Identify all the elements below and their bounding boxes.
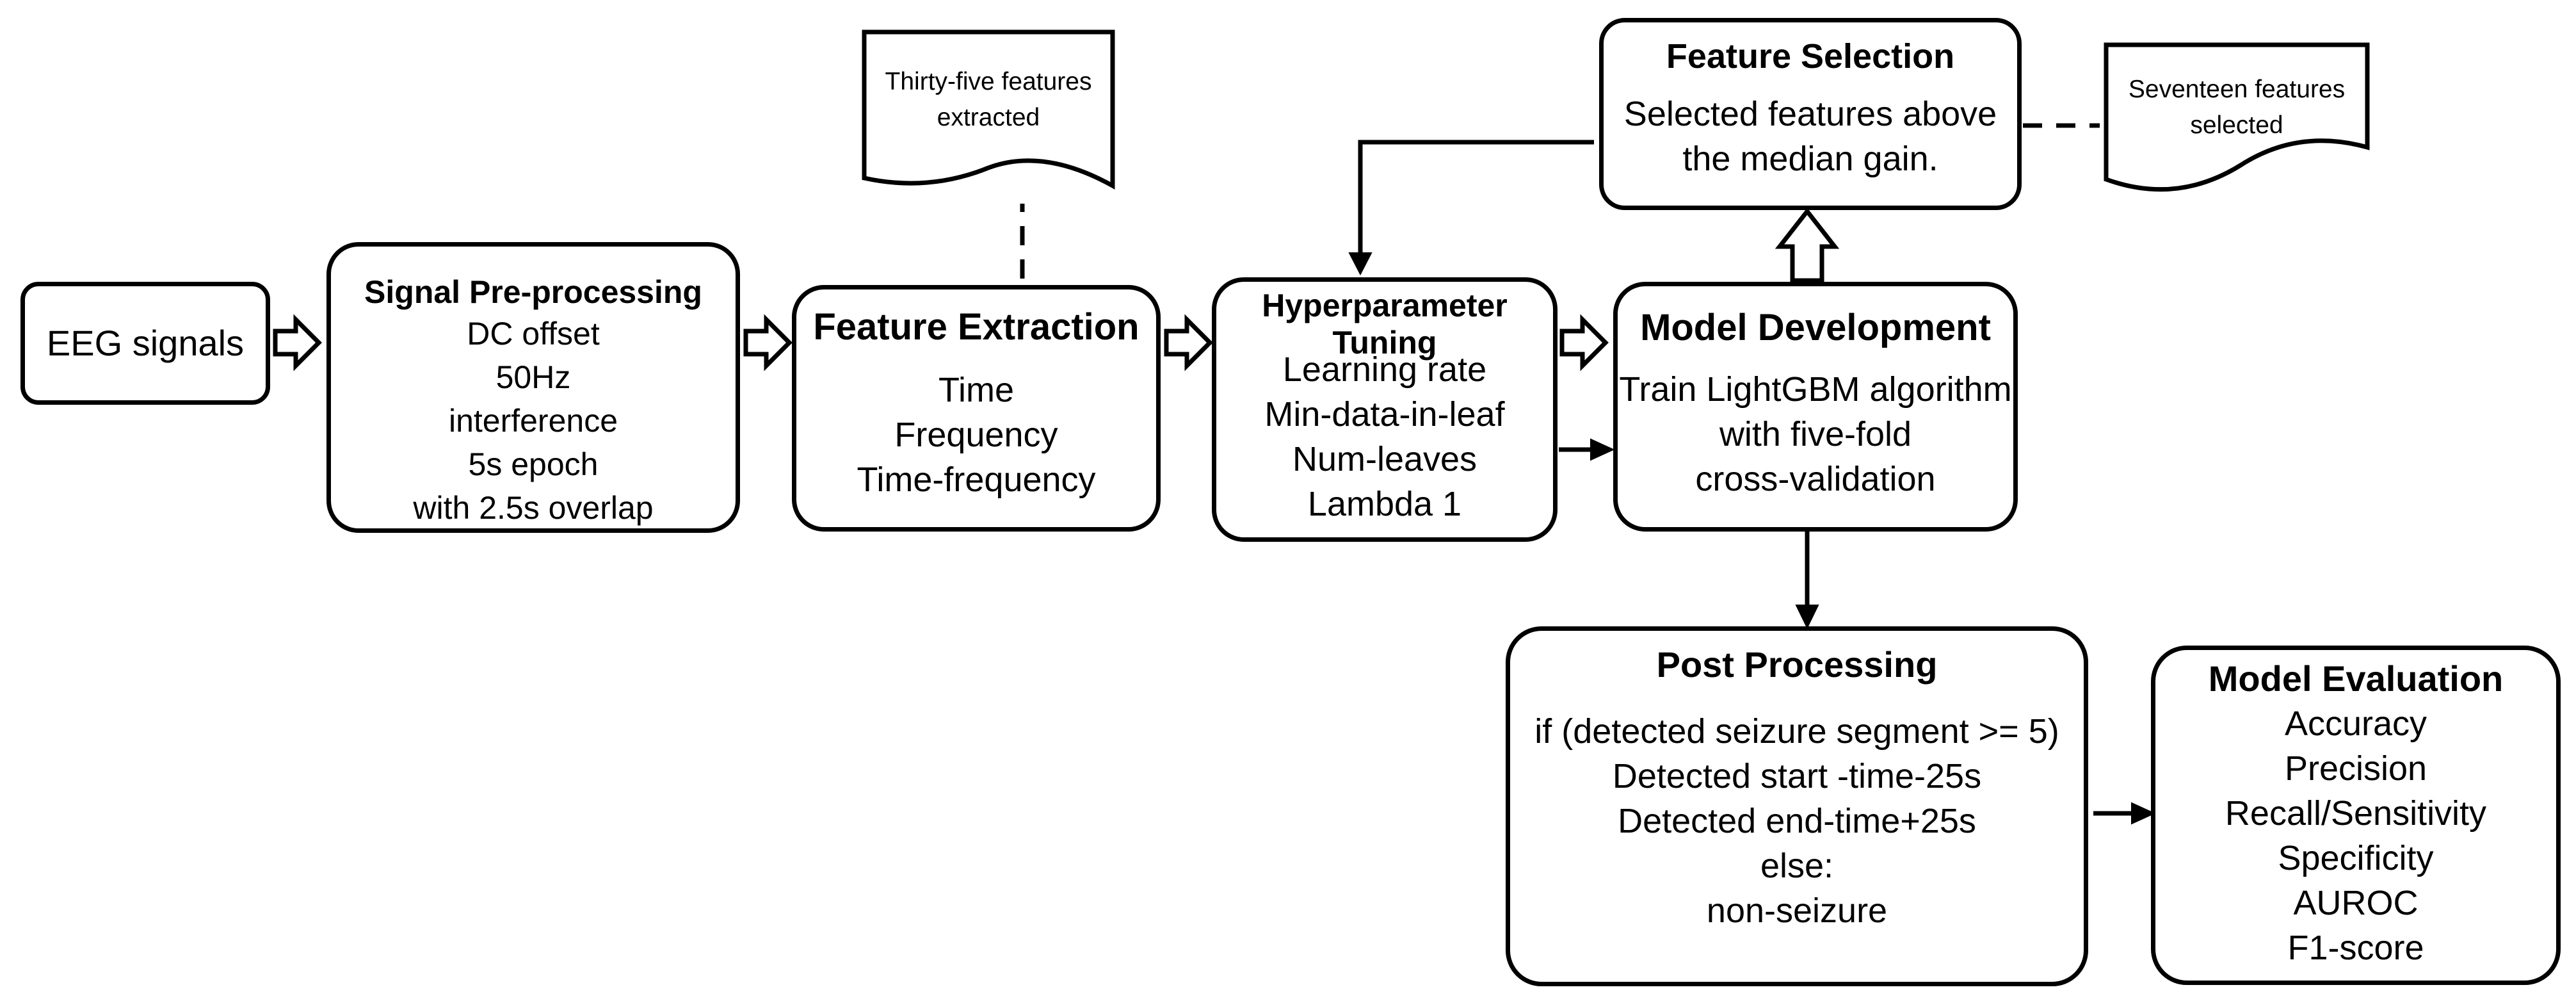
extracted-features-doc: Thirty-five features extracted [868, 64, 1109, 136]
hyperparameter-title: Tuning [1332, 325, 1437, 361]
hyperparameter-line: Lambda 1 [1307, 485, 1462, 523]
model-evaluation-box: Model Evaluation Accuracy Precision Reca… [2151, 646, 2561, 985]
feedback-line [1358, 140, 1594, 256]
post-processing-line: non-seizure [1706, 891, 1888, 930]
model-development-line: with five-fold [1719, 415, 1912, 453]
arrowhead-feedback [1348, 252, 1373, 276]
hyperparameter-line: Num-leaves [1292, 440, 1477, 478]
hollow-arrow-3 [1164, 314, 1213, 371]
model-development-title: Model Development [1640, 307, 1991, 348]
extracted-doc-line: Thirty-five features [885, 68, 1092, 95]
hollow-arrow-2 [743, 314, 793, 371]
post-processing-box: Post Processing if (detected seizure seg… [1506, 626, 2088, 986]
model-evaluation-title: Model Evaluation [2208, 658, 2504, 699]
preprocessing-line: 5s epoch [468, 446, 599, 482]
eeg-signals-label: EEG signals [46, 323, 245, 363]
preprocessing-line: interference [448, 403, 618, 439]
hyperparameter-line: Min-data-in-leaf [1264, 395, 1505, 434]
extracted-doc-line: extracted [937, 104, 1040, 131]
hollow-arrow-4 [1559, 314, 1609, 371]
model-evaluation-line: Precision [2284, 749, 2427, 788]
feature-extraction-line: Time-frequency [857, 460, 1096, 499]
preprocessing-line: with 2.5s overlap [413, 490, 654, 526]
feature-selection-line: the median gain. [1682, 140, 1938, 178]
feature-selection-line: Selected features above [1623, 95, 1997, 133]
arrowhead-pp-me [2131, 802, 2156, 825]
model-evaluation-line: Accuracy [2284, 704, 2427, 743]
preprocessing-title: Signal Pre-processing [364, 274, 702, 310]
post-processing-title: Post Processing [1656, 644, 1938, 685]
hollow-arrow-1 [273, 314, 322, 371]
preprocessing-box: Signal Pre-processing DC offset 50Hz int… [326, 242, 740, 533]
post-processing-line: if (detected seizure segment >= 5) [1534, 712, 2059, 751]
doc-shape-extracted [862, 29, 1115, 190]
feature-extraction-line: Time [938, 371, 1014, 409]
hyperparameter-box: Hyperparameter Tuning Learning rate Min-… [1212, 277, 1558, 542]
post-processing-line: Detected start -time-25s [1612, 757, 1982, 795]
selected-features-doc: Seventeen features selected [2110, 72, 2363, 143]
model-evaluation-line: AUROC [2293, 884, 2419, 922]
post-processing-line: Detected end-time+25s [1618, 802, 1976, 840]
model-development-box: Model Development Train LightGBM algorit… [1613, 282, 2018, 532]
model-evaluation-line: Recall/Sensitivity [2225, 794, 2487, 833]
feature-extraction-title: Feature Extraction [813, 306, 1139, 348]
hyperparameter-title: Hyperparameter [1262, 288, 1508, 323]
preprocessing-line: 50Hz [495, 359, 571, 395]
model-development-line: Train LightGBM algorithm [1619, 370, 2012, 409]
arrowhead-hp-md [1590, 438, 1615, 461]
post-processing-line: else: [1760, 847, 1834, 885]
eeg-signals-box: EEG signals [20, 282, 270, 405]
hollow-arrow-up [1775, 208, 1840, 283]
selected-doc-line: selected [2190, 111, 2283, 139]
model-evaluation-line: Specificity [2278, 839, 2434, 877]
model-evaluation-line: F1-score [2287, 929, 2424, 967]
feature-selection-title: Feature Selection [1666, 37, 1955, 76]
doc-shape-selected [2104, 42, 2370, 192]
feature-extraction-line: Frequency [894, 416, 1058, 454]
selected-doc-line: Seventeen features [2128, 76, 2346, 103]
model-development-line: cross-validation [1695, 460, 1936, 498]
feature-extraction-box: Feature Extraction Time Frequency Time-f… [792, 285, 1161, 532]
arrowhead-md-pp [1795, 605, 1819, 630]
feature-selection-box: Feature Selection Selected features abov… [1599, 18, 2022, 210]
hyperparameter-line: Learning rate [1282, 350, 1487, 389]
preprocessing-line: DC offset [467, 316, 600, 352]
